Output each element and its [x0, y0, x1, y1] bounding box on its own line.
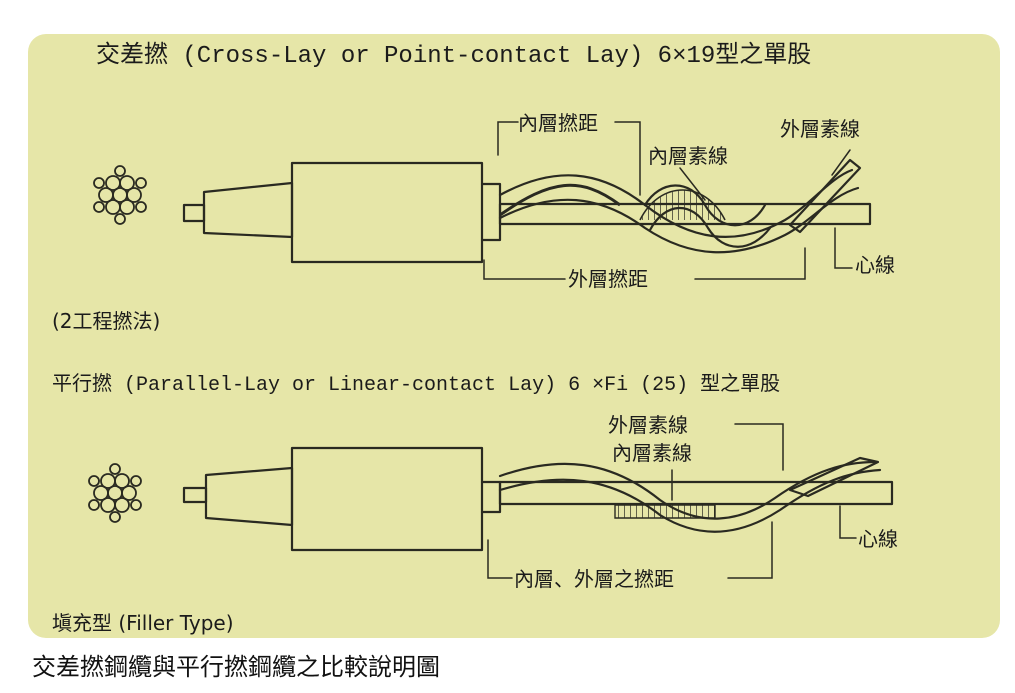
parallel-lay-callouts [487, 423, 857, 579]
label-inner-wire-upper: 內層素線 [648, 144, 728, 168]
label-core-wire-upper: 心線 [855, 253, 895, 277]
label-inner-wire-lower: 內層素線 [612, 441, 692, 465]
parallel-lay-rope-drawing [182, 446, 894, 552]
cross-section-upper-icon [93, 165, 147, 225]
filler-type-label: 塡充型 (Filler Type) [52, 611, 234, 635]
label-inner-outer-lay-length: 內層、外層之撚距 [514, 567, 674, 591]
label-core-wire-lower: 心線 [858, 527, 898, 551]
cross-lay-callouts [483, 121, 853, 280]
figure-caption: 交差撚鋼纜與平行撚鋼纜之比較說明圖 [32, 653, 440, 681]
cross-section-lower-icon [88, 463, 142, 523]
cross-lay-title: 交差撚 (Cross-Lay or Point-contact Lay) 6×1… [96, 41, 811, 70]
label-outer-wire-upper: 外層素線 [780, 117, 860, 141]
parallel-lay-title: 平行撚 (Parallel-Lay or Linear-contact Lay)… [52, 372, 780, 397]
label-inner-lay-length: 內層撚距 [518, 111, 598, 135]
process-note: (2工程撚法) [52, 309, 160, 333]
label-outer-lay-length: 外層撚距 [568, 267, 648, 291]
label-outer-wire-lower: 外層素線 [608, 413, 688, 437]
